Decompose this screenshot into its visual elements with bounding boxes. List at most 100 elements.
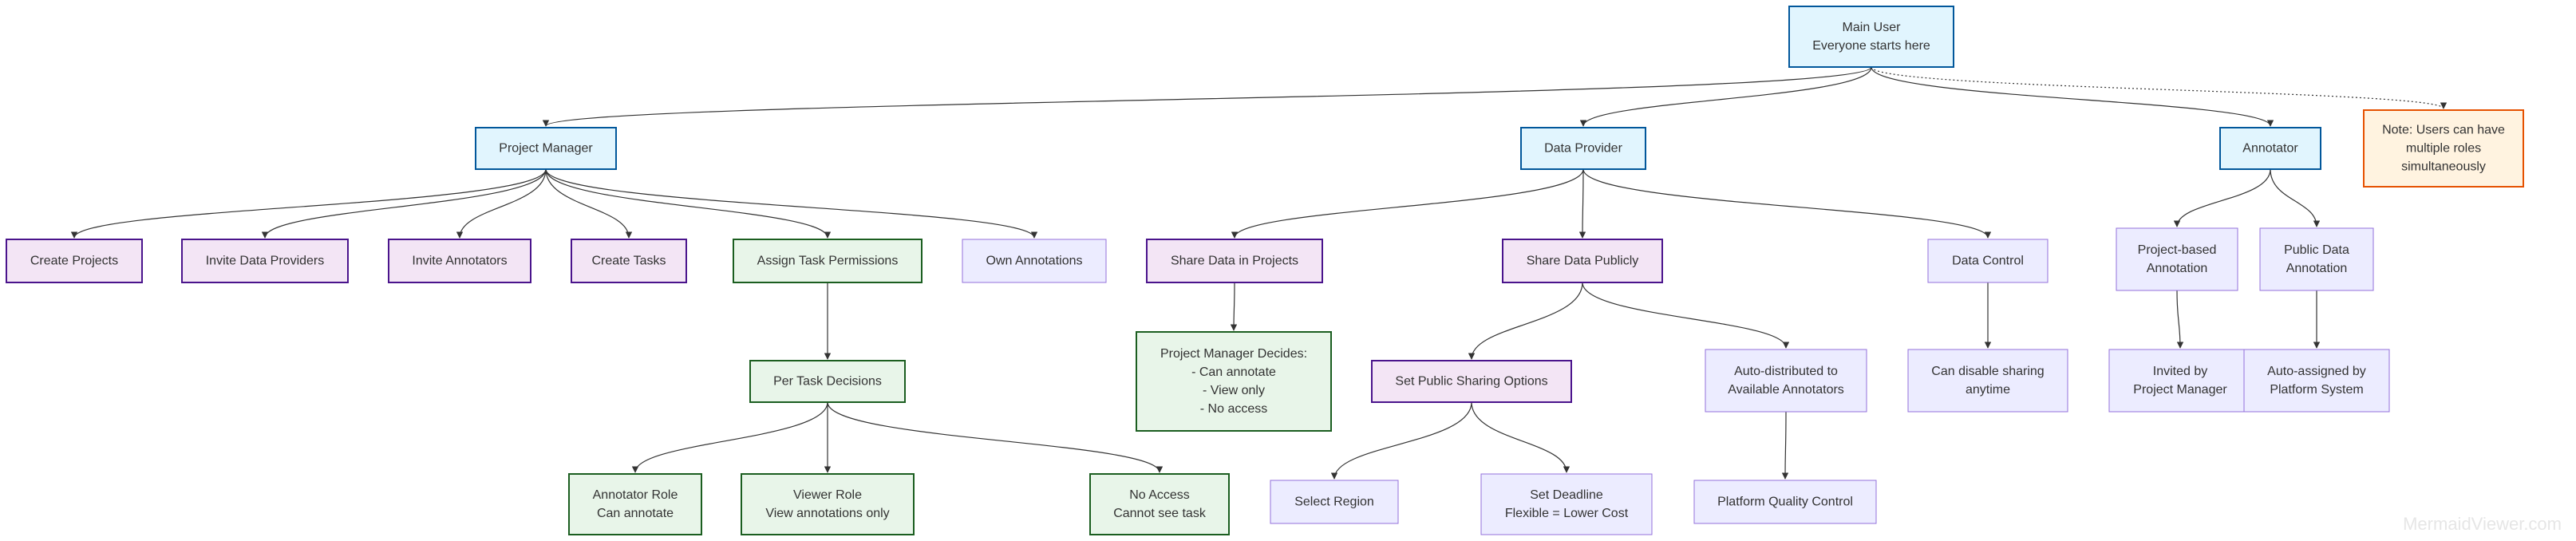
node-box	[2243, 349, 2390, 413]
node-label-line: Annotator Role	[593, 488, 678, 502]
node-label-line: Create Projects	[30, 255, 118, 268]
node-label-line: Auto-assigned by	[2267, 365, 2366, 378]
node-create-projects: Create Projects	[6, 239, 143, 283]
edge-data-provider-to-share-projects	[1231, 168, 1584, 239]
node-share-projects: Share Data in Projects	[1146, 239, 1323, 283]
node-label-line: Flexible = Lower Cost	[1505, 507, 1629, 520]
node-box	[1520, 127, 1646, 170]
node-label-line: Project-based	[2138, 243, 2217, 257]
edge-public-options-to-select-region	[1330, 401, 1472, 480]
edge-annotator-to-project-based	[2173, 168, 2271, 227]
node-box	[571, 239, 687, 283]
node-invite-providers: Invite Data Providers	[181, 239, 349, 283]
node-per-task: Per Task Decisions	[749, 360, 906, 403]
edge-share-projects-to-pm-decides	[1230, 282, 1238, 331]
node-invited-by: Invited by Project Manager	[2108, 349, 2252, 413]
edge-annotator-to-public-data	[2270, 168, 2321, 227]
node-box	[1502, 239, 1663, 283]
node-label-line: Project Manager	[2133, 383, 2227, 397]
node-label-line: Auto-distributed to	[1734, 365, 1838, 378]
node-label-line: Note: Users can have	[2382, 124, 2505, 137]
node-invite-annotators: Invite Annotators	[388, 239, 531, 283]
edge-main-user-to-project-manager	[543, 66, 1872, 127]
node-box	[1907, 349, 2068, 413]
node-box	[2116, 227, 2238, 291]
node-box	[388, 239, 531, 283]
edge-project-manager-to-invite-annotators	[456, 168, 547, 239]
node-box	[1371, 360, 1572, 403]
node-label-line: Can annotate	[597, 507, 674, 520]
node-label-line: Per Task Decisions	[773, 375, 882, 389]
node-label-line: Own Annotations	[986, 255, 1083, 268]
node-box	[1693, 480, 1877, 524]
node-label-line: Annotation	[2286, 262, 2348, 275]
edge-auto-distributed-to-quality-control	[1781, 411, 1789, 480]
node-project-manager: Project Manager	[475, 127, 617, 170]
node-auto-distributed: Auto-distributed to Available Annotators	[1705, 349, 1867, 413]
watermark: MermaidViewer.com	[2403, 514, 2562, 534]
node-label-line: Invited by	[2153, 365, 2207, 378]
node-box	[2259, 227, 2374, 291]
node-box	[1146, 239, 1323, 283]
node-box	[1480, 473, 1653, 535]
edge-main-user-to-data-provider	[1579, 66, 1872, 127]
node-label-line: Share Data in Projects	[1171, 255, 1298, 268]
edge-share-public-to-public-options	[1468, 282, 1583, 360]
node-label-line: Invite Annotators	[412, 255, 507, 268]
node-box	[2219, 127, 2321, 170]
edge-project-manager-to-own-annotations	[545, 168, 1038, 239]
node-data-control: Data Control	[1927, 239, 2049, 283]
node-label-line: View annotations only	[765, 507, 889, 520]
edge-project-manager-to-invite-providers	[261, 168, 547, 239]
edge-public-options-to-set-deadline	[1471, 401, 1570, 473]
node-label-line: - View only	[1203, 384, 1265, 397]
node-label-line: Project Manager Decides:	[1160, 347, 1307, 361]
node-label-line: Platform Quality Control	[1717, 496, 1853, 509]
node-box	[1788, 6, 1954, 68]
node-box	[1136, 331, 1332, 432]
node-label-line: anytime	[1966, 383, 2010, 397]
node-label-line: Main User	[1843, 21, 1902, 34]
node-box	[1270, 480, 1399, 524]
node-box	[1927, 239, 2049, 283]
edge-data-provider-to-data-control	[1582, 168, 1992, 239]
edge-project-manager-to-assign-permissions	[545, 168, 832, 239]
edge-per-task-to-annotator-role	[631, 401, 828, 473]
node-assign-permissions: Assign Task Permissions	[733, 239, 923, 283]
node-label-line: Assign Task Permissions	[757, 255, 899, 268]
edges-layer	[70, 66, 2447, 480]
node-label-line: Available Annotators	[1728, 383, 1844, 397]
node-label-line: Project Manager	[499, 142, 593, 156]
node-label-line: Data Provider	[1544, 142, 1622, 156]
edge-main-user-to-note	[1871, 66, 2447, 109]
node-box	[568, 473, 702, 535]
node-label-line: Annotation	[2147, 262, 2208, 275]
node-box	[962, 239, 1107, 283]
node-box	[733, 239, 923, 283]
node-label-line: multiple roles	[2406, 142, 2481, 156]
node-label-line: Select Region	[1294, 496, 1374, 509]
edge-project-manager-to-create-tasks	[545, 168, 633, 239]
node-box	[741, 473, 915, 535]
edge-project-manager-to-create-projects	[70, 168, 547, 239]
edge-main-user-to-annotator	[1871, 66, 2274, 127]
node-label-line: Viewer Role	[793, 488, 862, 502]
node-label-line: Share Data Publicly	[1527, 255, 1639, 268]
node-pm-decides: Project Manager Decides:- Can annotate- …	[1136, 331, 1332, 432]
node-box	[6, 239, 143, 283]
node-label-line: - No access	[1200, 402, 1267, 416]
node-label-line: Set Public Sharing Options	[1395, 375, 1547, 389]
node-box	[1089, 473, 1230, 535]
node-label-line: Set Deadline	[1530, 488, 1603, 502]
